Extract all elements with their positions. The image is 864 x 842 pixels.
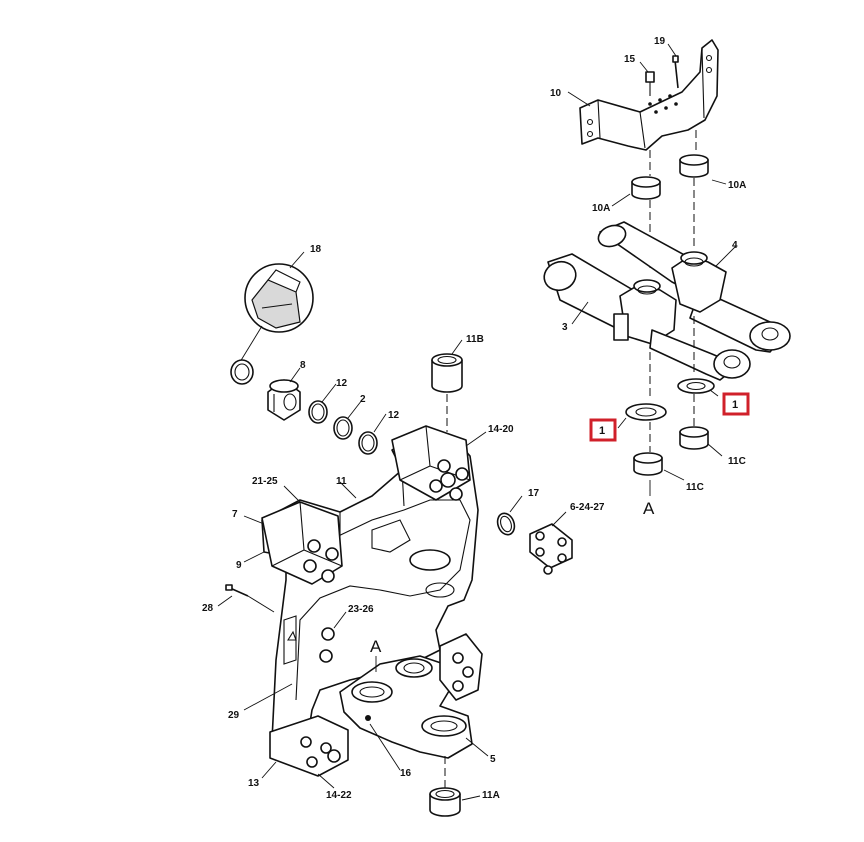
callout-11B: 11B bbox=[466, 334, 484, 345]
bushing-11B bbox=[431, 353, 463, 432]
pin-19 bbox=[672, 55, 679, 89]
washer-1-left bbox=[625, 403, 667, 421]
bushing-11C-left bbox=[633, 452, 663, 476]
clamp-block-right bbox=[439, 633, 483, 701]
oring-18 bbox=[230, 359, 254, 385]
callout-11C-left: 11C bbox=[686, 482, 704, 493]
bushing-11A bbox=[429, 756, 461, 817]
callout-A-top: A bbox=[643, 499, 655, 518]
callout-A-bottom: A bbox=[370, 637, 382, 656]
callout-6-24-27: 6-24-27 bbox=[570, 502, 605, 513]
callout-8: 8 bbox=[300, 360, 306, 371]
lower-casting-5 bbox=[339, 655, 473, 759]
cover-plate-6-24-27 bbox=[529, 523, 573, 575]
callout-11A: 11A bbox=[482, 790, 500, 801]
clamp-block-top bbox=[391, 425, 471, 501]
callout-28: 28 bbox=[202, 603, 214, 614]
callout-10A-right: 10A bbox=[728, 180, 746, 191]
grease-fitting-15 bbox=[645, 71, 655, 96]
callout-1-left: 1 bbox=[599, 425, 605, 437]
washer-1-right bbox=[677, 378, 715, 394]
callout-19: 19 bbox=[654, 36, 666, 47]
pivot-bracket-10 bbox=[579, 39, 719, 151]
clamp-block-left bbox=[261, 501, 343, 585]
steering-cylinder-3 bbox=[543, 253, 751, 381]
bushing-11C-right bbox=[679, 426, 709, 450]
seal-2 bbox=[333, 416, 353, 440]
bolts-23-26 bbox=[319, 627, 335, 663]
callout-14-20: 14-20 bbox=[488, 424, 514, 435]
callout-2: 2 bbox=[360, 394, 366, 405]
callout-18: 18 bbox=[310, 244, 322, 255]
callout-17: 17 bbox=[528, 488, 540, 499]
callout-10: 10 bbox=[550, 88, 562, 99]
callout-29: 29 bbox=[228, 710, 240, 721]
bushing-10A-left bbox=[631, 176, 661, 200]
callout-4: 4 bbox=[732, 240, 738, 251]
seal-12-top bbox=[308, 400, 328, 424]
callout-12-bottom: 12 bbox=[388, 410, 400, 421]
callout-15: 15 bbox=[624, 54, 636, 65]
callout-5: 5 bbox=[490, 754, 496, 765]
seal-12-bottom bbox=[358, 431, 378, 455]
callout-12-top: 12 bbox=[336, 378, 348, 389]
callout-10A-left: 10A bbox=[592, 203, 610, 214]
plug-8 bbox=[267, 379, 301, 421]
callout-21-25: 21-25 bbox=[252, 476, 278, 487]
callout-3: 3 bbox=[562, 322, 568, 333]
callout-23-26: 23-26 bbox=[348, 604, 374, 615]
callout-7: 7 bbox=[232, 509, 238, 520]
callout-11: 11 bbox=[336, 476, 347, 487]
clamp-block-bottom bbox=[269, 715, 349, 777]
callout-1-right: 1 bbox=[732, 399, 738, 411]
highlight-box-1-left bbox=[589, 418, 617, 442]
detail-view-18 bbox=[239, 263, 314, 363]
callout-14-22: 14-22 bbox=[326, 790, 352, 801]
bushing-10A-right bbox=[679, 154, 709, 178]
oring-17 bbox=[496, 512, 516, 536]
callout-labels: 19 15 10 10A 10A 4 18 3 11B 8 12 2 12 14… bbox=[202, 36, 746, 801]
pin-28 bbox=[225, 584, 249, 597]
callout-9: 9 bbox=[236, 560, 242, 571]
callout-11C-right: 11C bbox=[728, 456, 746, 467]
callout-13: 13 bbox=[248, 778, 260, 789]
callout-16: 16 bbox=[400, 768, 412, 779]
leader-lines bbox=[217, 43, 737, 801]
highlight-box-1-right bbox=[722, 392, 750, 416]
steering-cylinder-4 bbox=[597, 221, 791, 353]
